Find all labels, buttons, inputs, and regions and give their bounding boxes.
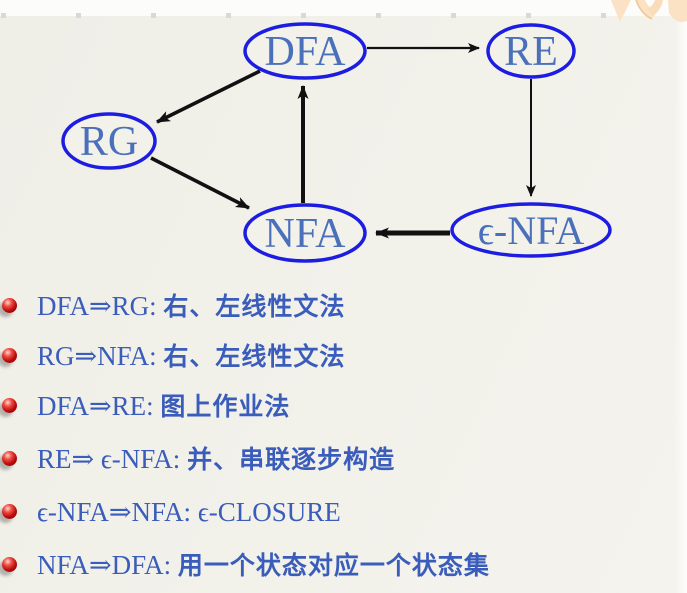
list-item-zh: 并、串联逐步构造 — [187, 447, 396, 474]
node-re-label: RE — [504, 29, 558, 75]
list-item-en: DFA⇒RE: — [37, 391, 161, 421]
list-item: ϵ-NFA⇒NFA: ϵ-CLOSURE — [0, 496, 341, 532]
list-item-en: NFA⇒DFA: — [37, 550, 178, 580]
list-item-zh: 图上作业法 — [160, 394, 291, 421]
list-item-text: DFA⇒RG: 右、左线性文法 — [37, 290, 345, 324]
logo-shape-x-arm2 — [647, 0, 663, 16]
node-enfa-label: ϵ-NFA — [478, 208, 585, 253]
node-rg-label: RG — [80, 119, 138, 165]
red-sphere-bullet-icon — [2, 504, 17, 519]
list-item: NFA⇒DFA: 用一个状态对应一个状态集 — [0, 549, 490, 585]
list-item-text: RG⇒NFA: 右、左线性文法 — [37, 340, 345, 374]
list-item-zh: 右、左线性文法 — [163, 294, 346, 321]
conversion-diagram: DFA RE RG NFA ϵ-NFA — [61, 22, 612, 263]
node-dfa: DFA — [243, 22, 367, 80]
list-item-text: DFA⇒RE: 图上作业法 — [37, 390, 290, 424]
list-item-en: RE⇒ ϵ-NFA: — [37, 444, 188, 474]
node-rg-ellipse — [61, 112, 157, 170]
decorative-logo — [611, 0, 687, 22]
node-enfa-ellipse — [450, 202, 612, 258]
red-sphere-bullet-icon — [2, 557, 17, 572]
top-band — [0, 0, 687, 16]
node-enfa: ϵ-NFA — [450, 202, 612, 258]
logo-shape-bar — [668, 0, 687, 22]
logo-shape-wedge — [611, 0, 631, 22]
red-sphere-bullet-icon — [2, 398, 17, 413]
node-dfa-ellipse — [243, 22, 367, 80]
list-item-zh: 右、左线性文法 — [163, 344, 346, 371]
red-sphere-bullet-icon — [2, 298, 17, 313]
list-item-text: RE⇒ ϵ-NFA: 并、串联逐步构造 — [37, 443, 395, 477]
right-edge-gradient — [674, 16, 687, 593]
node-re-ellipse — [486, 23, 576, 79]
node-nfa-label: NFA — [265, 211, 347, 257]
list-item-text: ϵ-NFA⇒NFA: ϵ-CLOSURE — [37, 496, 341, 530]
list-item: DFA⇒RG: 右、左线性文法 — [0, 290, 345, 326]
top-dotted-line — [1, 13, 687, 18]
node-nfa-ellipse — [243, 203, 367, 263]
node-dfa-label: DFA — [265, 29, 347, 75]
node-re: RE — [486, 23, 576, 79]
list-item-en: ϵ-NFA⇒NFA: ϵ-CLOSURE — [37, 497, 341, 527]
edge-rg-to-nfa — [150, 156, 250, 210]
red-sphere-bullet-icon — [2, 451, 17, 466]
list-item-en: DFA⇒RG: — [37, 291, 164, 321]
edge-dfa-to-rg — [156, 69, 261, 124]
node-rg: RG — [61, 112, 157, 170]
list-item-text: NFA⇒DFA: 用一个状态对应一个状态集 — [37, 549, 490, 583]
list-item-zh: 用一个状态对应一个状态集 — [177, 553, 490, 580]
list-item: RG⇒NFA: 右、左线性文法 — [0, 340, 345, 376]
logo-accent-stroke — [635, 0, 653, 20]
node-nfa: NFA — [243, 203, 367, 263]
red-sphere-bullet-icon — [2, 348, 17, 363]
list-item: RE⇒ ϵ-NFA: 并、串联逐步构造 — [0, 443, 395, 479]
list-item: DFA⇒RE: 图上作业法 — [0, 390, 290, 426]
list-item-en: RG⇒NFA: — [37, 341, 164, 371]
